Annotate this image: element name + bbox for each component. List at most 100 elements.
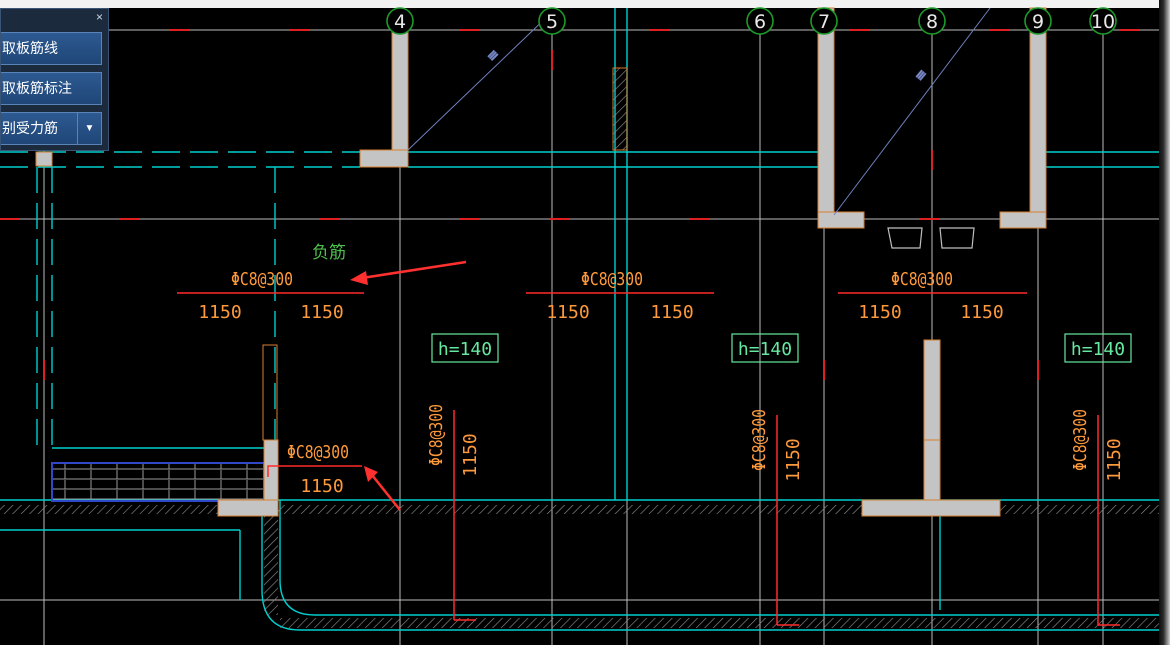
- grid-lines: [0, 8, 1160, 645]
- hatch-band: [280, 618, 1160, 628]
- hatch-column: [612, 67, 628, 151]
- close-icon[interactable]: ×: [95, 10, 103, 24]
- axis-bubble-circle: [1089, 7, 1117, 35]
- axis-bubble: 4: [386, 7, 414, 35]
- axis-bubble-circle: [810, 7, 838, 35]
- column-block: [861, 499, 1001, 517]
- annotation-negative-rebar: 负筋: [312, 243, 346, 263]
- axis-bubble-circle: [1024, 7, 1052, 35]
- column-block: [817, 211, 865, 229]
- axis-bubble: 9: [1024, 7, 1052, 35]
- vertical-rebar-group[interactable]: ΦC8@300 1150: [1070, 409, 1125, 626]
- wall-curve: [279, 500, 1160, 616]
- button-label: 别受力筋: [2, 120, 58, 136]
- slab-box: [731, 333, 799, 363]
- slab-thickness-text: h=140: [438, 339, 492, 360]
- axis-bubble-circle: [538, 7, 566, 35]
- column-block: [999, 211, 1047, 229]
- slab-thickness-group[interactable]: h=140: [431, 333, 499, 363]
- column-block: [391, 31, 409, 151]
- axis-bubble-circle: [746, 7, 774, 35]
- axis-label: 8: [926, 11, 938, 33]
- axis-bubbles: 4 5 6 7 8 9 10: [386, 7, 1117, 35]
- diagonal-braces: ≡≡: [407, 7, 991, 216]
- rebar-length-left: 1150: [546, 302, 589, 323]
- vertical-rebar-length: 1150: [783, 438, 804, 481]
- wall-curve: [261, 515, 1160, 631]
- brace-mark: ≡: [912, 67, 931, 85]
- rebar-spec-text: ΦC8@300: [287, 442, 349, 463]
- slab-box: [431, 333, 499, 363]
- axis-bubble: 8: [918, 7, 946, 35]
- axis-label: 4: [394, 11, 406, 33]
- rebar-spec-group[interactable]: ΦC8@300 1150 1150: [177, 269, 364, 323]
- brace-line: [833, 7, 991, 216]
- rebar-length: 1150: [300, 476, 343, 497]
- slab-thickness-group[interactable]: h=140: [1064, 333, 1132, 363]
- vertical-rebar-length: 1150: [1104, 438, 1125, 481]
- slab-thickness-text: h=140: [1071, 339, 1125, 360]
- vertical-rebar-spec: ΦC8@300: [426, 404, 447, 466]
- rebar-length-right: 1150: [300, 302, 343, 323]
- rebar-spec-text: ΦC8@300: [891, 269, 953, 290]
- column-block: [35, 151, 53, 167]
- axis-bubble-circle: [918, 7, 946, 35]
- slab-box: [1064, 333, 1132, 363]
- vertical-rebar-spec: ΦC8@300: [749, 409, 770, 471]
- rebar-spec-group[interactable]: ΦC8@300 1150 1150: [838, 269, 1027, 323]
- vertical-rebar-annotations[interactable]: ΦC8@300 1150 ΦC8@300 1150 ΦC8@300 1150: [426, 404, 1125, 626]
- brick-wall: [51, 462, 265, 502]
- axis-bubble: 7: [810, 7, 838, 35]
- slab-thickness-labels[interactable]: h=140 h=140 h=140: [431, 333, 1132, 363]
- axis-dash-marks: [0, 29, 1140, 380]
- hatched-bands: [0, 67, 1160, 628]
- axis-bubble-circle: [386, 7, 414, 35]
- axis-bubble: 10: [1089, 7, 1117, 35]
- right-edge-scrollbar[interactable]: [1159, 0, 1170, 645]
- extract-slab-rebar-line-button[interactable]: 取板筋线: [1, 32, 102, 65]
- column-block: [359, 149, 409, 168]
- button-label: 取板筋标注: [2, 80, 72, 96]
- slab-thickness-group[interactable]: h=140: [731, 333, 799, 363]
- hatch-band: [264, 515, 278, 615]
- column-outline: [262, 344, 278, 441]
- extract-slab-rebar-label-button[interactable]: 取板筋标注: [1, 72, 102, 105]
- rebar-length-left: 1150: [198, 302, 241, 323]
- columns: [35, 7, 1047, 517]
- column-block: [217, 499, 279, 517]
- arrow-annotation-1: [350, 260, 467, 285]
- axis-label: 9: [1032, 11, 1044, 33]
- top-border: [0, 0, 1170, 8]
- axis-label: 6: [754, 11, 766, 33]
- slab-thickness-text: h=140: [738, 339, 792, 360]
- tool-panel: × 取板筋线 取板筋标注 别受力筋 ▼: [0, 8, 109, 151]
- rebar-length-left: 1150: [858, 302, 901, 323]
- axis-label: 7: [818, 11, 830, 33]
- rebar-leader-line: [267, 465, 362, 477]
- hatch-band: [0, 505, 1160, 514]
- arrow-annotation-2: [364, 466, 401, 511]
- rebar-spec-text: ΦC8@300: [231, 269, 293, 290]
- brace-line: [407, 11, 553, 151]
- column-block: [1029, 7, 1047, 221]
- button-label: 取板筋线: [2, 40, 58, 56]
- column-block: [263, 439, 279, 501]
- vertical-rebar-group[interactable]: ΦC8@300 1150: [426, 404, 481, 621]
- identify-main-rebar-button[interactable]: 别受力筋 ▼: [1, 112, 102, 145]
- column-block: [923, 339, 941, 441]
- vertical-rebar-length: 1150: [460, 433, 481, 476]
- vertical-rebar-spec: ΦC8@300: [1070, 409, 1091, 471]
- axis-label: 10: [1091, 11, 1115, 33]
- rebar-length-right: 1150: [650, 302, 693, 323]
- chevron-down-icon[interactable]: ▼: [77, 113, 101, 144]
- axis-label: 5: [546, 11, 558, 33]
- column-block: [923, 439, 941, 501]
- axis-bubble: 5: [538, 7, 566, 35]
- axis-bubble: 6: [746, 7, 774, 35]
- vertical-rebar-group[interactable]: ΦC8@300 1150: [749, 409, 804, 626]
- rebar-length-right: 1150: [960, 302, 1003, 323]
- rebar-spec-group[interactable]: ΦC8@300 1150: [287, 442, 349, 497]
